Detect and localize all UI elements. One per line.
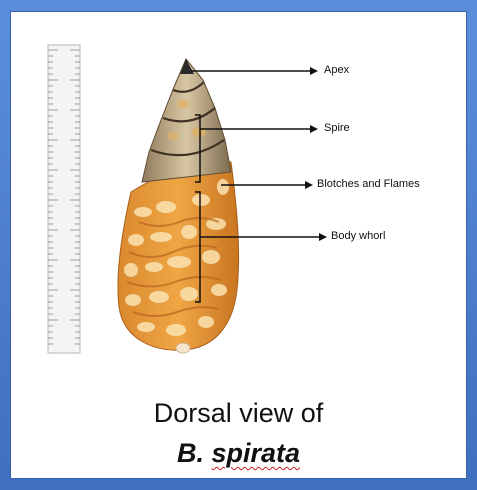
blotches-and-flames-label: Blotches and Flames [317,179,420,190]
genus-text: B. [177,438,204,468]
apex-label: Apex [324,65,349,76]
body-whorl-label: Body whorl [331,231,385,242]
slide-card: Apex Spire Blotches and Flames Body whor… [11,12,466,478]
species-text: spirata [211,438,300,468]
shell-spire [142,59,231,182]
caption-species-name: B. spirata [11,438,466,469]
caption-title: Dorsal view of [11,398,466,429]
spire-label: Spire [324,123,350,134]
ruler [48,45,80,353]
shell-body-whorl [118,161,239,353]
